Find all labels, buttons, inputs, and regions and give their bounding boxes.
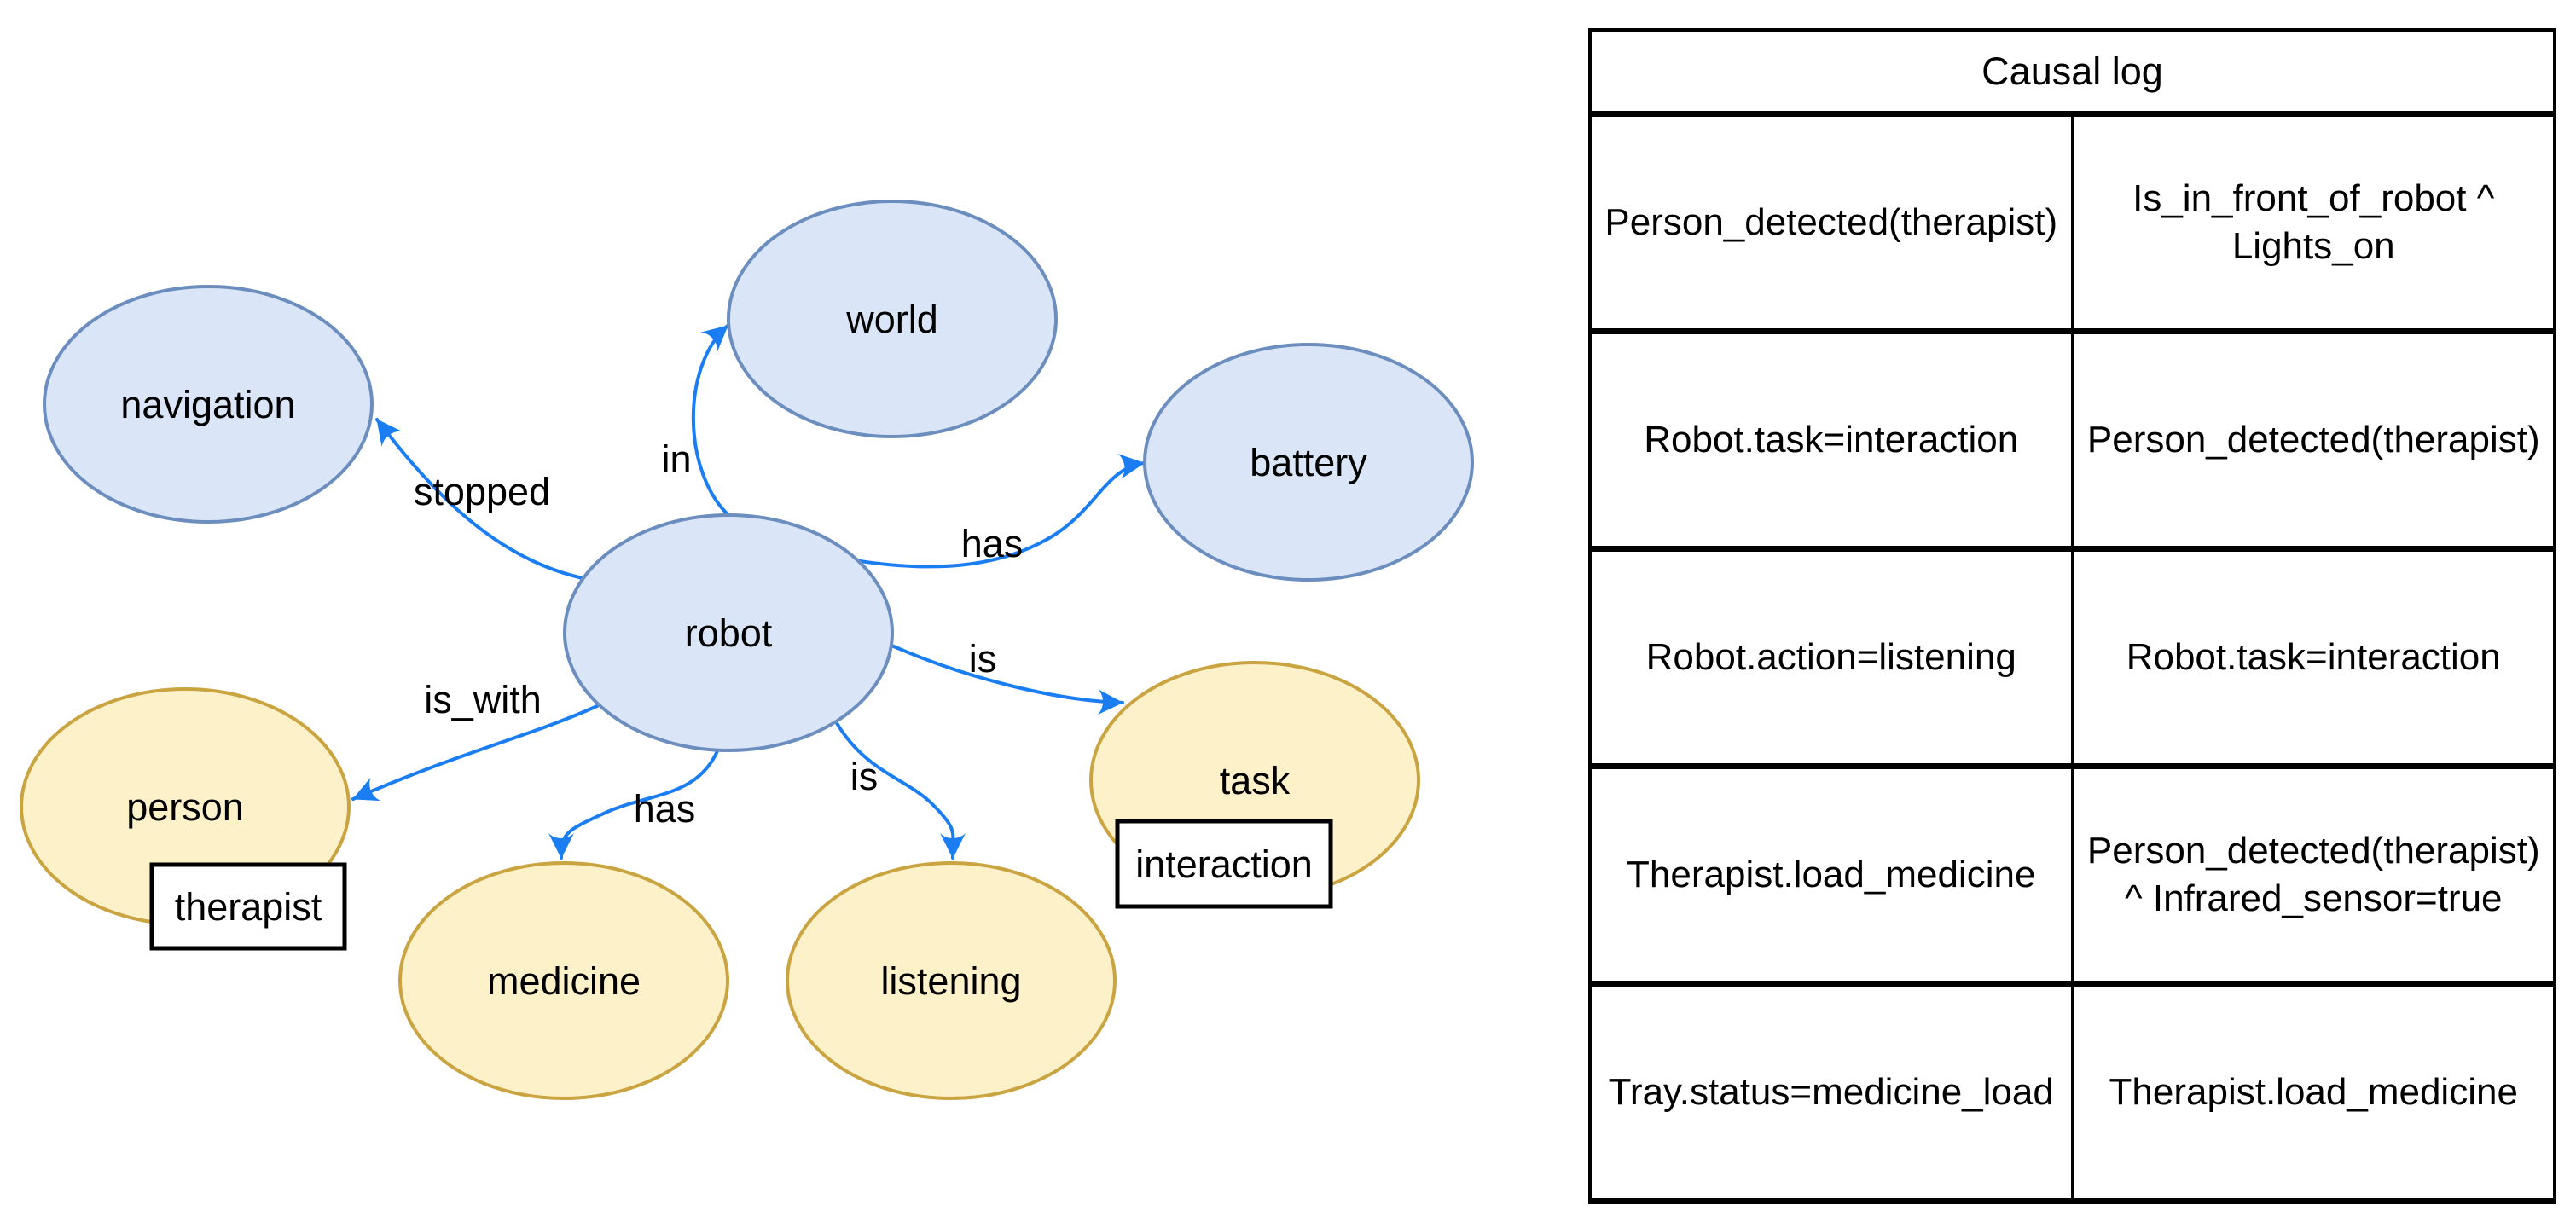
node-label-navigation: navigation — [120, 383, 295, 426]
causal-log-row-1: Person_detected(therapist) Is_in_front_of… — [1592, 117, 2553, 328]
node-ellipse-listening — [786, 861, 1117, 1100]
graph-edge-robot-medicine — [548, 745, 721, 860]
node-ellipse-medicine — [398, 861, 729, 1100]
node-ellipse-world — [727, 200, 1058, 438]
cell-line: Person_detected(therapist) — [1604, 200, 2058, 243]
causal-log-row-3: Robot.action=listening Robot.task=interac… — [1592, 546, 2553, 763]
graph-edge-robot-listening — [835, 721, 966, 860]
graph-edge-robot-world — [691, 324, 732, 518]
causal-log-title: Causal log — [1592, 32, 2553, 117]
node-label-robot: robot — [685, 611, 773, 655]
effect-cell-row-3: Robot.action=listening — [1592, 552, 2071, 763]
effect-cell-row-5: Tray.status=medicine_load — [1592, 987, 2071, 1198]
causal-log-row-4: Therapist.load_medicine Person_detected(t… — [1592, 763, 2553, 981]
effect-cell-row-1: Person_detected(therapist) — [1592, 117, 2071, 328]
cell-line: Robot.task=interaction — [2126, 635, 2501, 678]
edge-label-robot-navigation: stopped — [414, 470, 550, 513]
cell-line: Robot.action=listening — [1645, 635, 2016, 678]
graph-node-battery: battery — [1143, 343, 1474, 582]
cell-line: Robot.task=interaction — [1644, 418, 2019, 460]
node-label-task: task — [1220, 759, 1291, 802]
attribute-box-rect-interaction — [1115, 819, 1333, 909]
cause-cell-row-2: Person_detected(therapist) — [2070, 334, 2554, 546]
cell-line: ^ Infrared_sensor=true — [2124, 877, 2503, 919]
cell-line: Person_detected(therapist) — [2086, 829, 2540, 872]
graph-edge-robot-person — [351, 704, 599, 802]
node-ellipse-battery — [1143, 343, 1474, 582]
effect-cell-row-4: Therapist.load_medicine — [1592, 769, 2071, 981]
node-ellipse-robot — [563, 513, 894, 752]
cell-line: Is_in_front_of_robot ^ — [2132, 177, 2495, 219]
graph-edge-robot-battery — [858, 454, 1146, 569]
edge-label-robot-person: is_with — [424, 678, 542, 721]
attribute-box-rect-therapist — [149, 862, 347, 951]
cause-cell-row-3: Robot.task=interaction — [2070, 552, 2554, 763]
causal-log-table: Causal log Person_detected(therapist) Is_… — [1588, 28, 2556, 1204]
attribute-box-label-therapist: therapist — [175, 885, 322, 929]
cause-cell-row-5: Therapist.load_medicine — [2070, 987, 2554, 1198]
graph-edge-robot-task — [886, 642, 1124, 715]
edge-label-robot-battery: has — [961, 522, 1024, 565]
edge-label-robot-listening: is — [850, 755, 879, 798]
node-label-battery: battery — [1250, 441, 1367, 484]
node-ellipse-navigation — [43, 285, 374, 524]
effect-cell-row-2: Robot.task=interaction — [1592, 334, 2071, 546]
graph-node-robot: robot — [563, 513, 894, 752]
node-label-person: person — [126, 785, 244, 829]
node-label-medicine: medicine — [487, 959, 641, 1003]
edge-label-robot-world: in — [661, 437, 691, 481]
knowledge-graph-diagram: navigation world battery robot person medicin… — [20, 200, 1474, 1100]
node-label-world: world — [845, 298, 938, 341]
cell-line: Person_detected(therapist) — [2086, 418, 2540, 460]
attribute-box-interaction: interaction — [1115, 819, 1333, 909]
causal-log-row-2: Robot.task=interaction Person_detected(th… — [1592, 328, 2553, 546]
cause-cell-row-4: Person_detected(therapist) ^ Infrared_sen… — [2070, 769, 2554, 981]
graph-node-medicine: medicine — [398, 861, 729, 1100]
edge-label-robot-medicine: has — [634, 787, 696, 831]
cell-line: Lights_on — [2231, 225, 2395, 267]
graph-edge-robot-navigation — [375, 418, 584, 580]
graph-edges — [351, 324, 1146, 860]
cell-line: Therapist.load_medicine — [2109, 1070, 2518, 1113]
cause-cell-row-1: Is_in_front_of_robot ^ Lights_on — [2070, 117, 2554, 328]
graph-node-navigation: navigation — [43, 285, 374, 524]
graph-nodes: navigation world battery robot person medicin… — [20, 200, 1474, 1100]
causal-log-row-5: Tray.status=medicine_load Therapist.load_… — [1592, 981, 2553, 1198]
cell-line: Therapist.load_medicine — [1627, 853, 2036, 895]
attribute-box-label-interaction: interaction — [1135, 843, 1313, 886]
cell-line: Tray.status=medicine_load — [1608, 1070, 2054, 1113]
node-label-listening: listening — [880, 959, 1021, 1003]
graph-node-world: world — [727, 200, 1058, 438]
attribute-box-therapist: therapist — [149, 862, 347, 951]
graph-attribute-boxes: therapist interaction — [149, 819, 1333, 951]
edge-label-robot-task: is — [969, 637, 997, 680]
graph-node-listening: listening — [786, 861, 1117, 1100]
